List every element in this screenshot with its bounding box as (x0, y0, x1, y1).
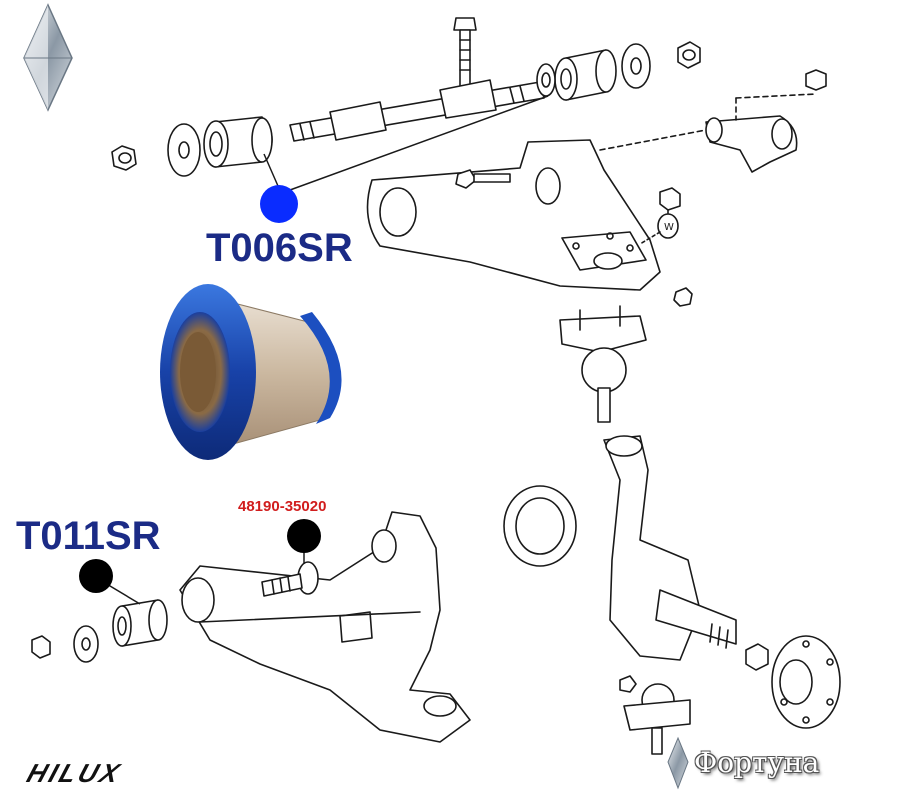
upper-left-washer (167, 123, 201, 177)
lower-washer (73, 625, 99, 663)
lower-marker-dot (79, 559, 113, 593)
axle-nut (745, 643, 769, 671)
upper-ball-joint (559, 305, 647, 423)
lower-bolt (261, 561, 319, 597)
upper-left-bushing (203, 116, 273, 168)
far-right-nut (805, 69, 827, 91)
upper-right-bushing (536, 49, 617, 101)
steering-knuckle (603, 435, 737, 661)
small-nut (673, 287, 693, 307)
hub-seal (503, 485, 577, 567)
lower-nut (31, 635, 51, 659)
hub-flange (771, 635, 841, 729)
arm-bolt (455, 169, 511, 189)
lower-bushing-code: T011SR (16, 514, 161, 558)
frame-bracket (599, 93, 817, 173)
bushing-photo (160, 284, 342, 460)
upper-right-nut (677, 41, 701, 69)
lower-marker-group (79, 519, 321, 605)
bolt-part-number: 48190-35020 (238, 498, 327, 515)
upper-arm-shaft (289, 79, 545, 142)
upper-right-washer (621, 43, 651, 89)
upper-marker-group (260, 95, 549, 223)
svg-text:W: W (664, 222, 674, 233)
lower-bushing (112, 599, 168, 647)
model-logo: HILUX (23, 758, 127, 788)
upper-marker-dot (260, 185, 298, 223)
upper-control-arm (366, 139, 661, 291)
bolt-marker-dot (287, 519, 321, 553)
diamond-logo-icon (23, 3, 73, 112)
castle-nut-stack: W (639, 187, 681, 245)
upper-bushing-code: T006SR (206, 226, 353, 270)
upper-bolt (453, 17, 477, 91)
lower-control-arm (179, 511, 471, 743)
brand-logo: Фортуна (694, 746, 820, 779)
lower-ball-joint (619, 675, 691, 755)
diamond-logo-icon (667, 736, 689, 790)
upper-left-nut (111, 145, 137, 171)
